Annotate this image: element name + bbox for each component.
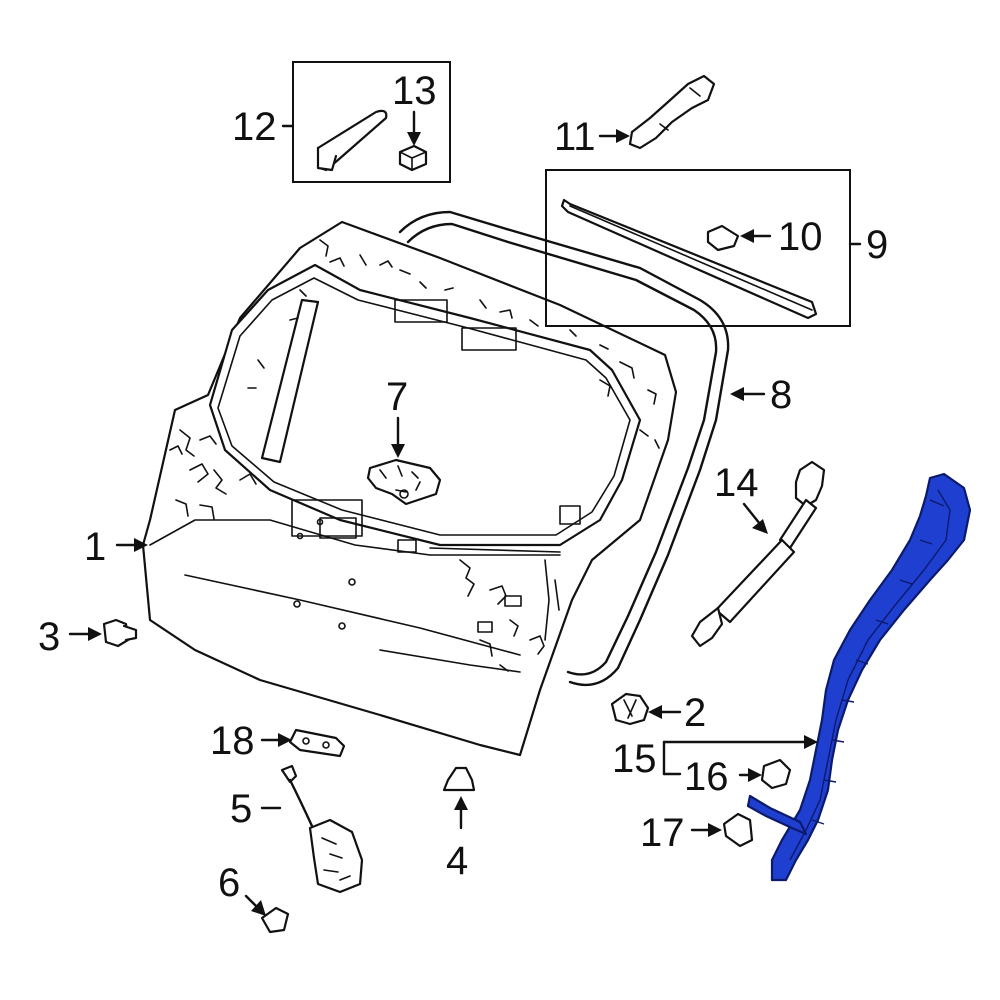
connector-bracket[interactable] — [722, 812, 754, 848]
callout-4: 4 — [446, 839, 468, 883]
wiring-harness-highlighted[interactable] — [746, 472, 972, 882]
callout-16: 16 — [684, 755, 729, 799]
callout-9: 9 — [866, 223, 888, 267]
callout-15: 15 — [612, 737, 657, 781]
liftgate-support-strut[interactable] — [690, 460, 826, 648]
callout-17: 17 — [640, 811, 685, 855]
trim-clip[interactable] — [398, 144, 428, 172]
callout-13: 13 — [392, 69, 437, 113]
parts-group-box-12-13 — [292, 61, 451, 183]
grommet[interactable] — [610, 692, 650, 726]
callout-18: 18 — [210, 719, 255, 763]
parts-group-box-9-10 — [545, 169, 851, 327]
handle-bracket[interactable] — [288, 728, 346, 758]
hinge-bracket[interactable] — [628, 74, 716, 150]
callout-3: 3 — [38, 615, 60, 659]
bolt[interactable] — [102, 618, 138, 648]
spoiler-trim[interactable] — [316, 109, 388, 172]
callout-14: 14 — [714, 461, 759, 505]
weatherstrip[interactable] — [398, 210, 730, 687]
wiper-clip[interactable] — [706, 224, 740, 252]
callout-numbers: 1 2 3 4 5 6 7 8 9 10 11 12 13 14 15 16 1… — [38, 69, 888, 905]
leader-lines — [68, 110, 862, 916]
latch-assembly[interactable] — [280, 764, 364, 894]
clip[interactable] — [260, 906, 290, 934]
bumper-stop[interactable] — [442, 766, 476, 792]
callout-5: 5 — [230, 787, 252, 831]
connector[interactable] — [760, 758, 792, 790]
wiper-blade[interactable] — [560, 198, 818, 320]
callout-1: 1 — [84, 525, 106, 569]
callout-2: 2 — [684, 691, 706, 735]
wiper-motor[interactable] — [366, 458, 442, 506]
callout-10: 10 — [778, 215, 823, 259]
callout-8: 8 — [770, 373, 792, 417]
callout-6: 6 — [218, 861, 240, 905]
callout-12: 12 — [232, 105, 277, 149]
callout-11: 11 — [554, 115, 596, 159]
callout-7: 7 — [386, 375, 408, 419]
